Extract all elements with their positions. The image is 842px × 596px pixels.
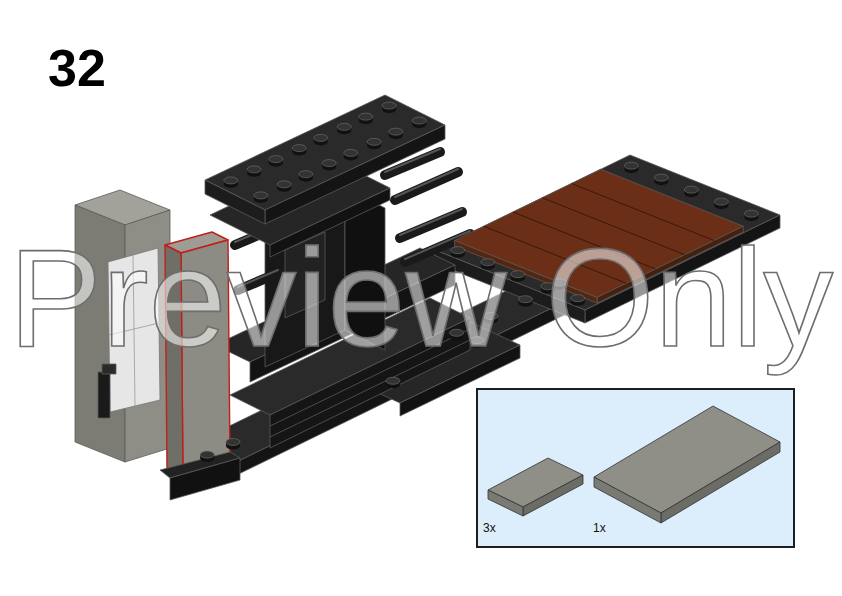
part-count: 3x	[483, 521, 496, 535]
stud	[344, 149, 358, 160]
parts-callout-box: 3x 1x	[476, 388, 795, 548]
stud	[412, 117, 426, 128]
watermark: Preview Only	[9, 228, 834, 368]
stud	[684, 186, 698, 197]
stud	[337, 123, 351, 134]
stud	[359, 113, 373, 124]
stud	[224, 177, 238, 188]
stud	[322, 160, 336, 171]
stud	[744, 210, 758, 221]
stud	[200, 451, 214, 462]
stud	[226, 439, 240, 450]
stud	[654, 174, 668, 185]
stud	[269, 156, 283, 167]
step-number: 32	[48, 42, 106, 94]
stud	[254, 192, 268, 203]
stud	[277, 181, 291, 192]
parts-pictures	[478, 390, 793, 546]
stud	[314, 134, 328, 145]
stud	[367, 138, 381, 149]
stud	[382, 102, 396, 113]
stud	[292, 145, 306, 156]
part-count: 1x	[593, 521, 606, 535]
stud	[714, 198, 728, 209]
stud	[624, 162, 638, 173]
stud	[247, 166, 261, 177]
stud	[299, 171, 313, 182]
stud	[389, 128, 403, 139]
stud	[386, 377, 400, 388]
